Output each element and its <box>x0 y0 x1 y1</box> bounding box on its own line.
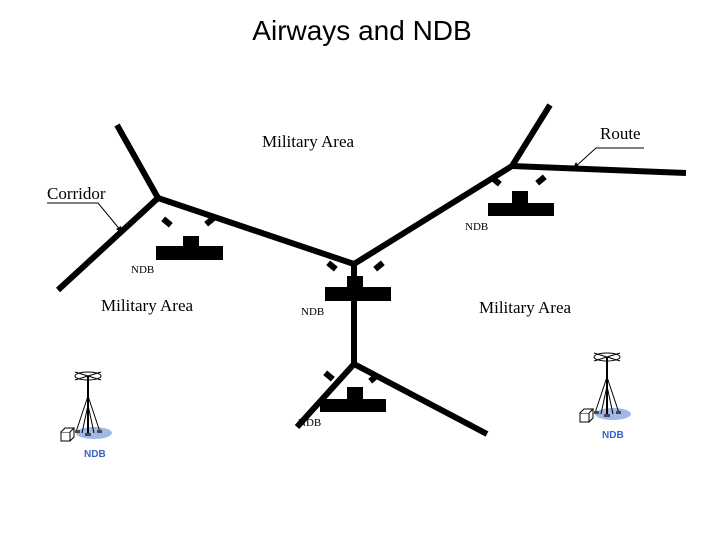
route-label: Route <box>600 124 641 143</box>
military-area-label-right: Military Area <box>479 298 572 317</box>
airway-north-branch <box>509 103 553 168</box>
ndb-label-east: NDB <box>465 221 488 233</box>
airway-southwest-branch <box>294 361 357 430</box>
equipment-box-icon <box>579 408 595 423</box>
callout-leaders <box>47 147 644 233</box>
military-area-label-left: Military Area <box>101 296 194 315</box>
ndb-label-south: NDB <box>298 417 321 429</box>
ndb-label-west: NDB <box>131 264 154 276</box>
ndb-beacon-icon <box>488 191 554 216</box>
airway-east-segment <box>352 163 514 267</box>
corridor-leader-line <box>47 202 123 233</box>
aircraft-markers <box>161 174 547 384</box>
aircraft-icon <box>535 174 547 186</box>
aircraft-icon <box>490 175 502 187</box>
route-leader-line <box>573 147 644 169</box>
ndb-station-label-right: NDB <box>602 430 624 441</box>
antenna-icon <box>593 352 621 415</box>
corridor-leader-arrowhead <box>116 226 123 234</box>
corridor-label: Corridor <box>47 184 106 203</box>
airway-corridor-branch <box>55 195 161 293</box>
equipment-box-icon <box>60 427 76 442</box>
ndb-station-left: NDB <box>60 371 112 460</box>
aircraft-icon <box>161 216 173 228</box>
military-area-label-top: Military Area <box>262 132 355 151</box>
aircraft-icon <box>326 260 338 272</box>
diagram-title: Airways and NDB <box>252 15 471 46</box>
ndb-beacon-icon <box>325 276 391 301</box>
airway-west-segment <box>157 195 355 267</box>
ndb-beacon-icon <box>156 236 223 260</box>
ndb-beacons <box>156 191 554 412</box>
ndb-beacon-icon <box>320 387 386 412</box>
aircraft-icon <box>204 215 216 227</box>
aircraft-icon <box>373 260 385 272</box>
antenna-icon <box>74 371 102 434</box>
ndb-station-label-left: NDB <box>84 449 106 460</box>
ndb-label-center: NDB <box>301 306 324 318</box>
ndb-station-right: NDB <box>579 352 631 441</box>
airway-route-branch <box>511 163 687 176</box>
aircraft-icon <box>368 372 380 384</box>
route-leader-arrowhead <box>572 162 579 170</box>
airway-network <box>55 103 687 437</box>
airway-northwest-branch <box>114 123 161 200</box>
aircraft-icon <box>323 370 335 382</box>
